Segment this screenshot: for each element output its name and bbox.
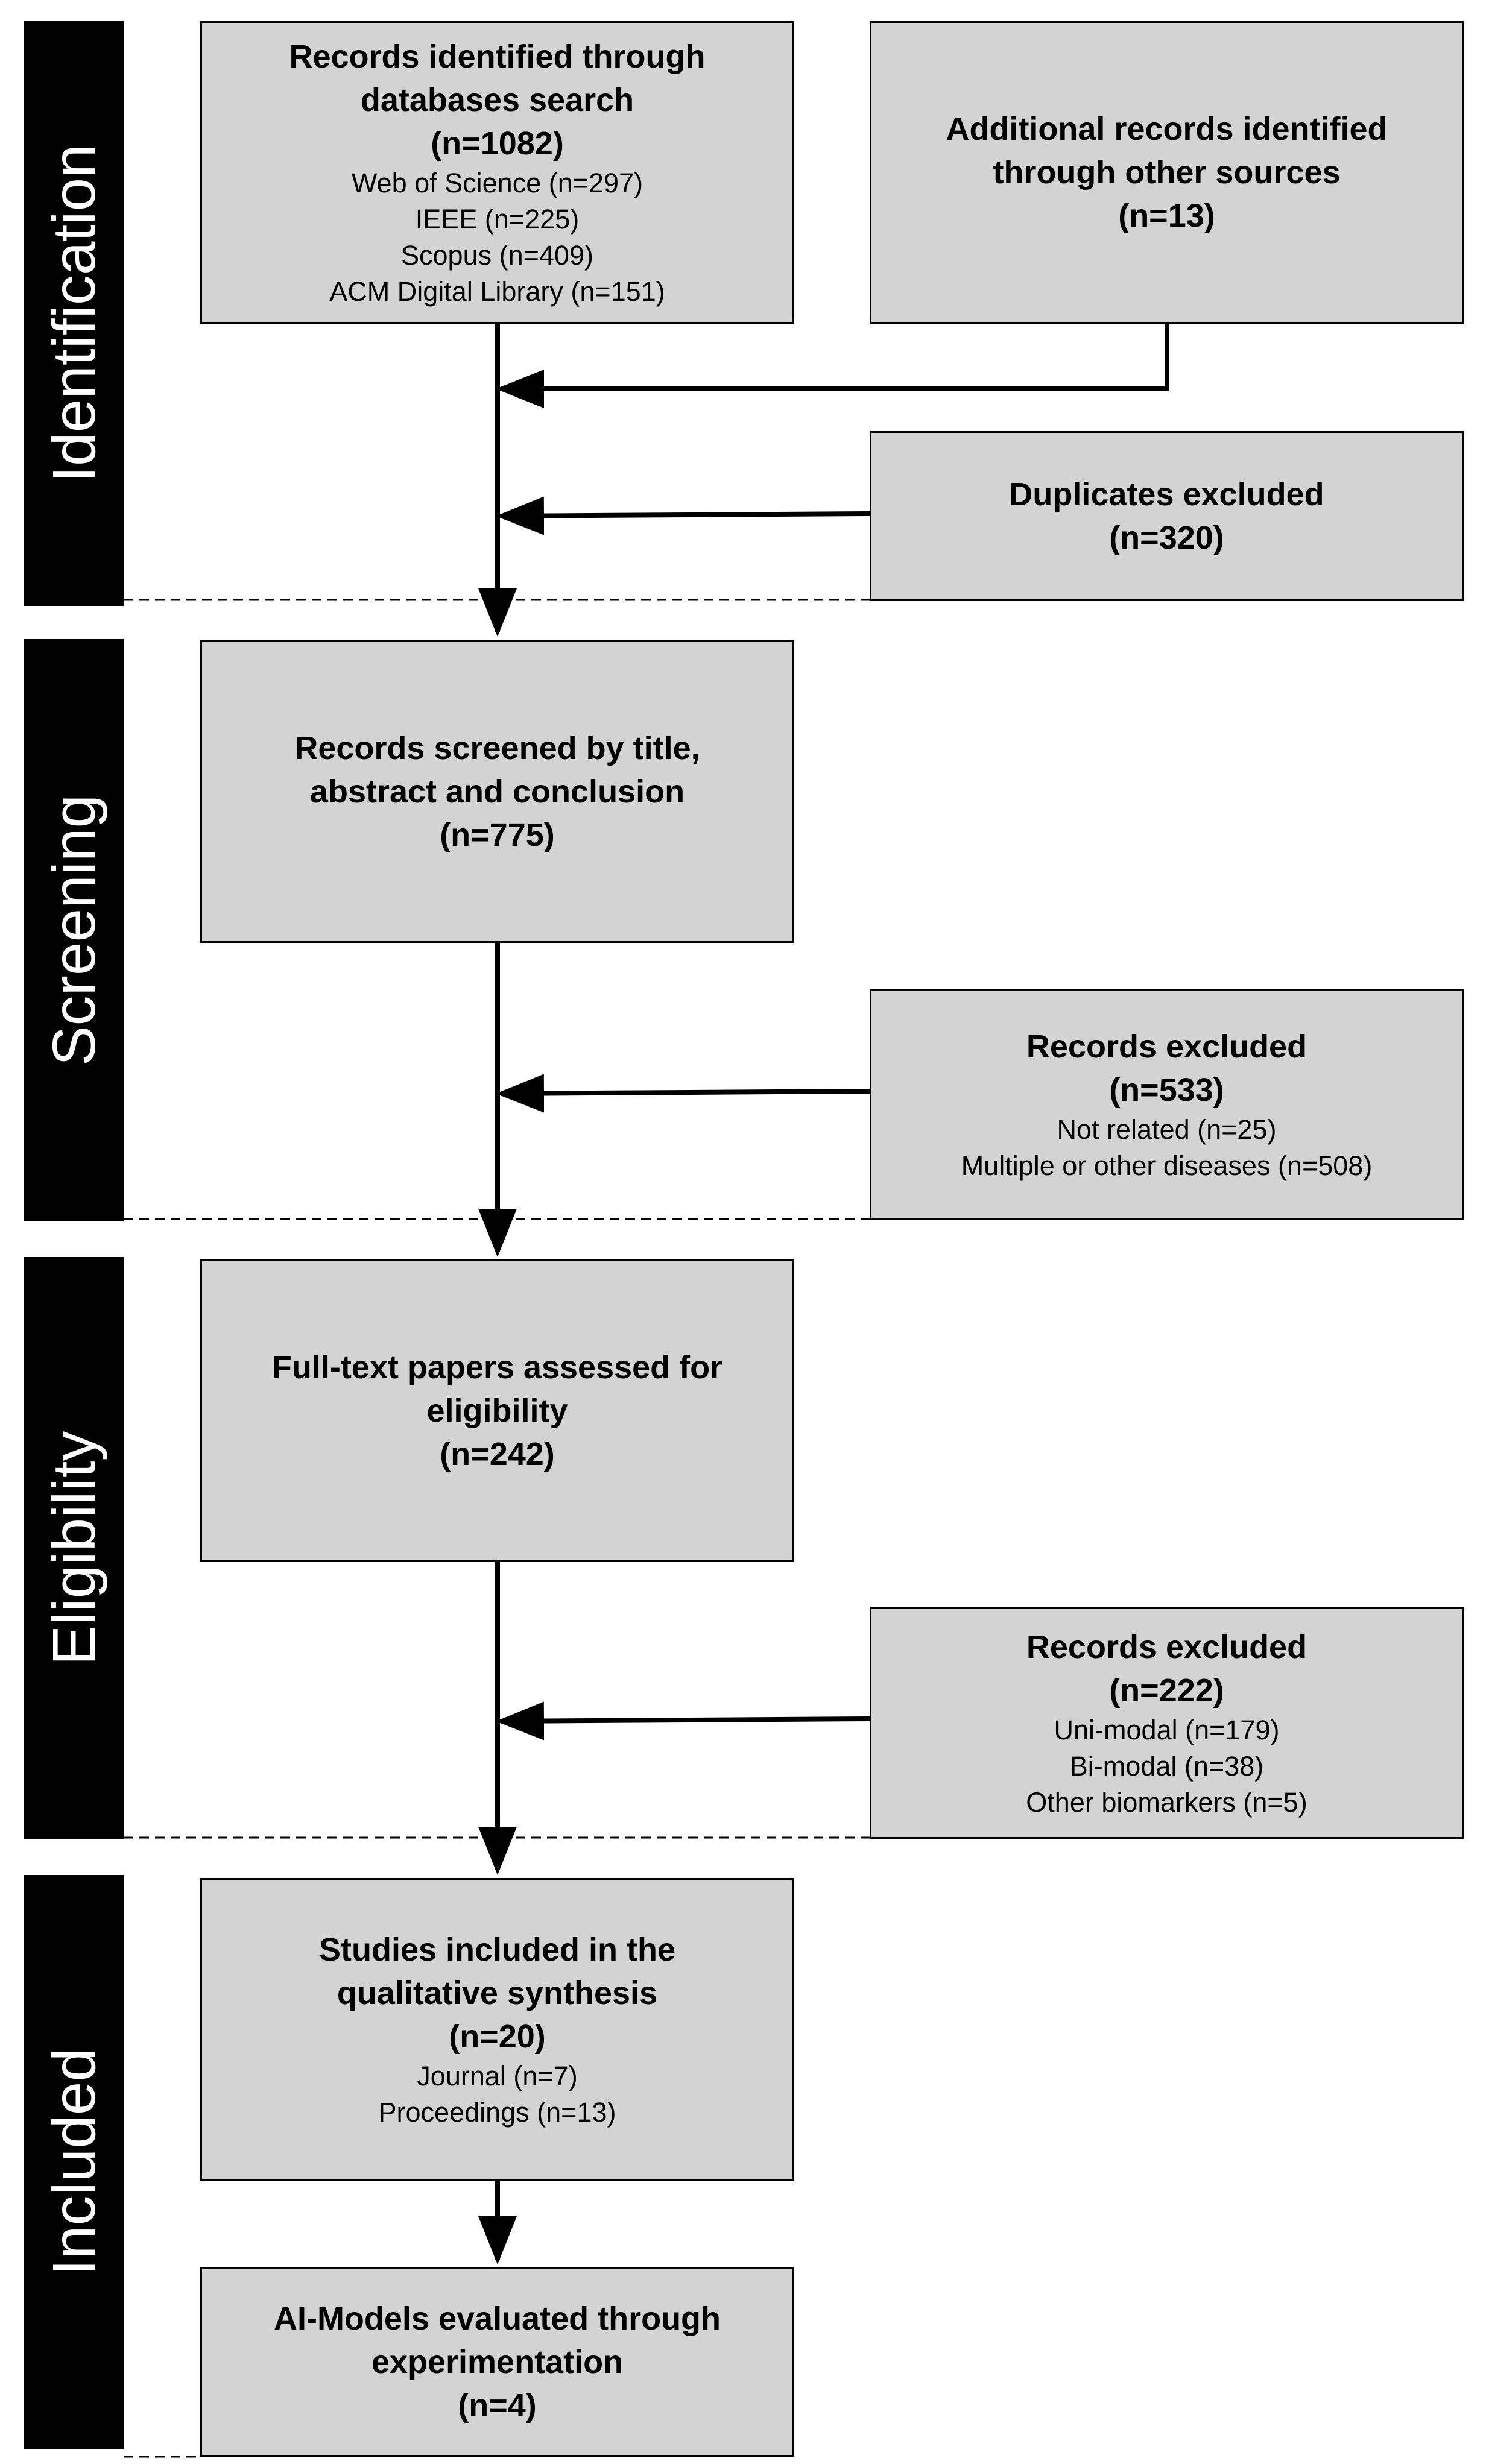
ai-models-title-1: AI-Models evaluated through bbox=[273, 2300, 721, 2337]
arrow-excluded-eligibility bbox=[496, 1701, 870, 1741]
screened-title-2: abstract and conclusion bbox=[309, 774, 685, 810]
included-detail: Journal (n=7) bbox=[417, 2061, 578, 2091]
fulltext-title-2: eligibility bbox=[426, 1393, 568, 1429]
duplicates-count: (n=320) bbox=[1109, 520, 1224, 556]
phase-included: Included bbox=[24, 1875, 124, 2449]
excluded-screening-title: Records excluded bbox=[1026, 1029, 1307, 1065]
db-search-detail: IEEE (n=225) bbox=[415, 204, 580, 235]
box-records-excluded-eligibility: Records excluded (n=222) Uni-modal (n=17… bbox=[870, 1607, 1464, 1839]
screened-title-1: Records screened by title, bbox=[294, 730, 700, 766]
db-search-detail: Scopus (n=409) bbox=[401, 240, 593, 271]
box-studies-included: Studies included in the qualitative synt… bbox=[200, 1878, 794, 2181]
excluded-eligibility-detail: Uni-modal (n=179) bbox=[1054, 1714, 1280, 1745]
other-sources-title-1: Additional records identified bbox=[946, 111, 1388, 147]
db-search-title-2: databases search bbox=[360, 82, 634, 118]
box-records-excluded-screening: Records excluded (n=533) Not related (n=… bbox=[870, 989, 1464, 1220]
included-title-2: qualitative synthesis bbox=[337, 1975, 658, 2011]
other-sources-title-2: through other sources bbox=[993, 154, 1341, 191]
box-ai-models: AI-Models evaluated through experimentat… bbox=[200, 2267, 794, 2457]
box-database-search: Records identified through databases sea… bbox=[200, 21, 794, 324]
included-title-1: Studies included in the bbox=[318, 1932, 676, 1968]
excluded-eligibility-detail: Bi-modal (n=38) bbox=[1069, 1750, 1264, 1782]
db-search-count: (n=1082) bbox=[431, 125, 564, 162]
included-count: (n=20) bbox=[449, 2018, 546, 2055]
box-records-screened: Records screened by title, abstract and … bbox=[200, 640, 794, 943]
phase-eligibility: Eligibility bbox=[24, 1257, 124, 1839]
excluded-screening-detail: Not related (n=25) bbox=[1057, 1114, 1277, 1145]
db-search-detail: Web of Science (n=297) bbox=[351, 168, 643, 198]
ai-models-count: (n=4) bbox=[458, 2387, 537, 2424]
excluded-eligibility-count: (n=222) bbox=[1109, 1672, 1224, 1709]
screened-count: (n=775) bbox=[440, 817, 555, 853]
excluded-screening-count: (n=533) bbox=[1109, 1072, 1224, 1108]
box-fulltext-assessed: Full-text papers assessed for eligibilit… bbox=[200, 1259, 794, 1562]
arrow-excluded-screening bbox=[496, 1074, 870, 1113]
included-detail: Proceedings (n=13) bbox=[378, 2097, 616, 2128]
fulltext-title-1: Full-text papers assessed for bbox=[271, 1349, 723, 1385]
connector-other-sources bbox=[496, 324, 1169, 408]
excluded-eligibility-detail: Other biomarkers (n=5) bbox=[1026, 1786, 1307, 1818]
duplicates-title: Duplicates excluded bbox=[1009, 476, 1324, 512]
other-sources-count: (n=13) bbox=[1118, 198, 1215, 234]
arrow-duplicates bbox=[496, 496, 870, 535]
ai-models-title-2: experimentation bbox=[371, 2343, 624, 2380]
db-search-title-1: Records identified through bbox=[289, 39, 706, 75]
db-search-detail: ACM Digital Library (n=151) bbox=[329, 276, 665, 307]
excluded-screening-detail: Multiple or other diseases (n=508) bbox=[961, 1150, 1373, 1181]
phase-identification: Identification bbox=[24, 21, 124, 606]
excluded-eligibility-title: Records excluded bbox=[1026, 1628, 1307, 1665]
phase-screening: Screening bbox=[24, 639, 124, 1221]
box-duplicates-excluded: Duplicates excluded (n=320) bbox=[870, 431, 1464, 601]
fulltext-count: (n=242) bbox=[440, 1436, 555, 1472]
box-other-sources: Additional records identified through ot… bbox=[870, 21, 1464, 324]
